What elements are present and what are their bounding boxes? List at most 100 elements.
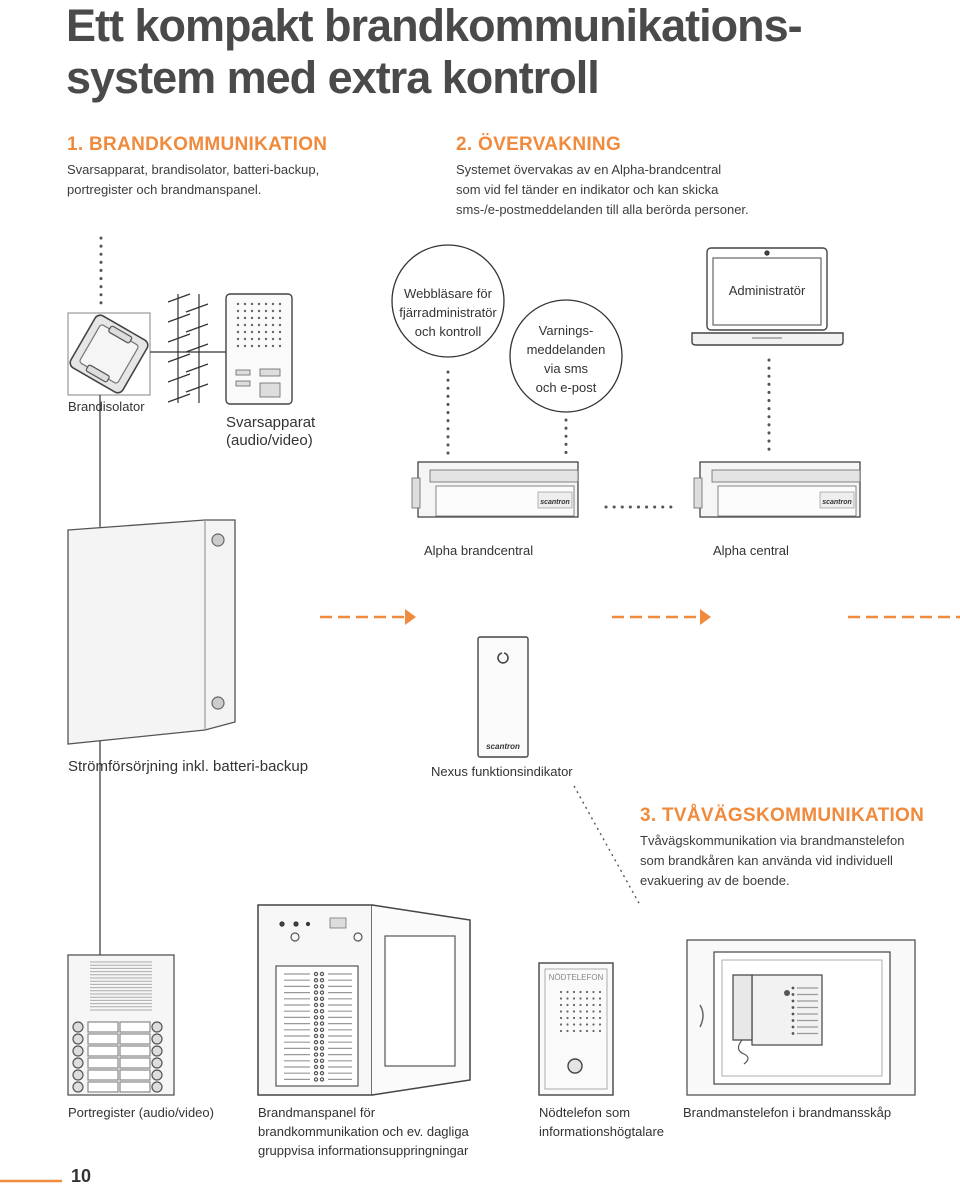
speaker-dot [579,1016,582,1020]
speaker-dot [278,323,282,327]
panel-led [319,1002,325,1008]
panel-led [313,1052,319,1057]
speaker-dot [243,316,247,320]
label-line: via sms [543,361,589,376]
name-slot [87,1069,119,1081]
speaker-dot [236,302,240,306]
administrator-laptop [691,247,844,346]
speaker-dot [271,344,275,348]
brandmanspanel-device [257,904,471,1096]
label-webbrowser: Webbläsare för fjärradministratör och ko… [388,284,508,341]
name-slot [87,1057,119,1069]
nexus-indicator-device: scantron [477,636,529,758]
speaker-dot [236,316,240,320]
panel-led [319,1021,325,1026]
section-text-line: sms-/e-postmeddelanden till alla berörda… [456,202,749,217]
label-line: och e-post [535,380,597,395]
section-text-line: som vid fel tänder en indikator och kan … [456,182,719,197]
label-line: Nödtelefon som [539,1105,631,1120]
label-line: och kontroll [414,324,482,339]
panel-led [319,1058,325,1064]
skap-led [791,993,795,996]
label-nexus: Nexus funktionsindikator [431,764,573,779]
speaker-dot [585,997,589,1000]
label-alpha-central: Alpha central [713,543,789,558]
panel-led [313,1021,319,1026]
panel-led [313,1070,319,1076]
panel-led [319,1027,325,1033]
name-slot [119,1045,151,1057]
panel-led [319,971,325,977]
speaker-dot [598,1010,602,1013]
speaker-dot [559,1023,563,1026]
speaker-dot [278,302,282,306]
speaker-dot [264,302,268,306]
section-text: Svarsapparat, brandisolator, batteri-bac… [67,160,397,200]
label-administrator: Administratör [728,283,806,298]
speaker-dot [559,1029,563,1033]
panel-led [313,1015,319,1020]
speaker-dot [559,997,563,1000]
speaker-dot [598,1029,602,1033]
section-heading: 1. BRANDKOMMUNIKATION [67,134,328,155]
name-slot [119,1033,151,1045]
panel-led [313,1002,319,1008]
speaker-dot [566,1023,569,1026]
skap-led [791,1032,795,1035]
call-button [72,1069,84,1081]
panel-led [319,1064,325,1070]
speaker-dot [579,1029,582,1033]
speaker-dot [278,337,282,341]
speaker-dot [271,309,275,313]
speaker-dot [278,344,282,348]
speaker-dot [264,316,268,320]
speaker-dot [250,302,254,306]
svarsapparat-device [225,293,293,405]
call-button [151,1057,163,1069]
label-line: fjärradministratör [399,305,497,320]
call-button [72,1045,84,1057]
call-button [151,1021,163,1033]
speaker-dot [236,330,240,334]
speaker-dot [559,990,563,994]
label-line: meddelanden [526,342,606,357]
speaker-dot [271,302,275,306]
panel-led [313,996,319,1002]
section-text-line: evakuering av de boende. [640,873,790,888]
label-line: Webbläsare för [404,286,492,301]
panel-led [319,1046,325,1051]
speaker-dot [579,990,582,994]
speaker-dot [566,1029,569,1033]
call-button [72,1081,84,1093]
speaker-dot [579,997,582,1000]
speaker-dot [264,344,268,348]
speaker-dot [243,309,247,313]
speaker-dot [598,997,602,1000]
section-text-line: portregister och brandmanspanel. [67,182,262,197]
speaker-dot [572,997,576,1000]
speaker-dot [572,1023,576,1026]
label-line: Varnings- [538,323,594,338]
speaker-dot [257,316,261,320]
speaker-dot [271,316,275,320]
panel-led [313,990,319,995]
panel-led [319,1039,325,1045]
speaker-dot [585,990,589,994]
panel-led [313,1009,319,1014]
section-text-line: Tvåvägskommunikation via brandmanstelefo… [640,833,905,848]
speaker-dot [243,337,247,341]
speaker-dot [278,316,282,320]
speaker-dot [257,330,261,334]
speaker-dot [264,337,268,341]
panel-led [313,978,319,983]
brandmansskap-device [686,939,916,1096]
speaker-dot [250,344,254,348]
speaker-dot [264,323,268,327]
speaker-dot [250,316,254,320]
call-button [151,1045,163,1057]
speaker-dot [585,1029,589,1033]
name-slot [87,1045,119,1057]
skap-led [791,999,795,1003]
wall-symbol [167,293,209,403]
